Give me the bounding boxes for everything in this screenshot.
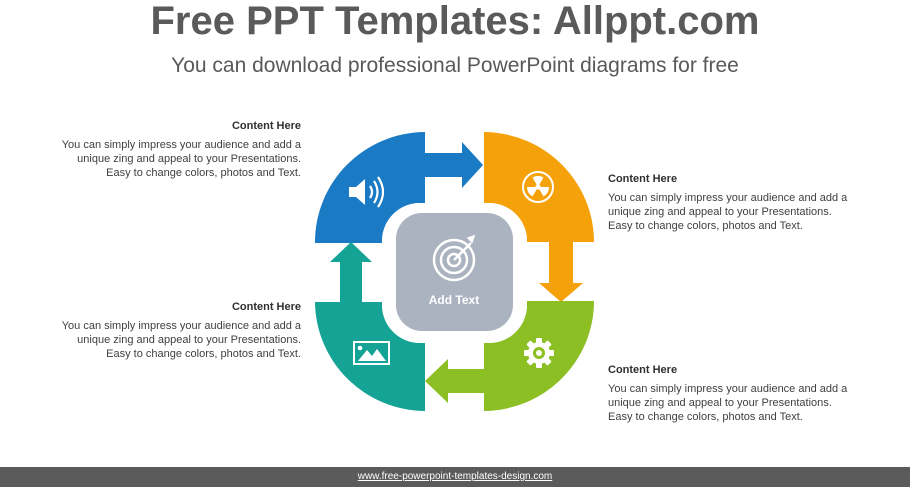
content-line: Easy to change colors, photos and Text. — [608, 411, 803, 423]
content-block-bottom-left: Content Here You can simply impress your… — [56, 300, 301, 361]
content-line: unique zing and appeal to your Presentat… — [77, 334, 301, 346]
content-line: You can simply impress your audience and… — [608, 192, 848, 204]
page-subtitle: You can download professional PowerPoint… — [171, 54, 739, 77]
center-label: Add Text — [429, 293, 479, 307]
content-line: unique zing and appeal to your Presentat… — [608, 397, 832, 409]
content-heading: Content Here — [608, 173, 678, 185]
page-title: Free PPT Templates: Allppt.com — [150, 0, 760, 43]
content-block-top-right: Content Here You can simply impress your… — [608, 172, 853, 233]
segment-top-left — [314, 132, 483, 243]
content-heading: Content Here — [608, 364, 678, 376]
content-line: You can simply impress your audience and… — [61, 139, 301, 151]
content-heading: Content Here — [231, 120, 301, 132]
speaker-icon — [349, 176, 385, 208]
segment-bottom-left — [315, 242, 425, 411]
target-icon — [432, 234, 476, 282]
content-line: You can simply impress your audience and… — [61, 320, 301, 332]
content-block-bottom-right: Content Here You can simply impress your… — [608, 363, 853, 424]
content-line: Easy to change colors, photos and Text. — [106, 167, 301, 179]
content-line: Easy to change colors, photos and Text. — [106, 348, 301, 360]
radiation-icon — [522, 171, 554, 203]
content-line: Easy to change colors, photos and Text. — [608, 220, 803, 232]
cycle-diagram: Add Text — [314, 132, 594, 411]
segment-top-right — [484, 132, 594, 302]
content-line: unique zing and appeal to your Presentat… — [77, 153, 301, 165]
image-icon — [353, 341, 390, 365]
content-line: unique zing and appeal to your Presentat… — [608, 206, 832, 218]
segment-bottom-right — [425, 301, 594, 411]
content-line: You can simply impress your audience and… — [608, 383, 848, 395]
footer-bar: www.free-powerpoint-templates-design.com — [0, 467, 910, 487]
content-heading: Content Here — [231, 301, 301, 313]
footer-link[interactable]: www.free-powerpoint-templates-design.com — [357, 471, 553, 482]
content-block-top-left: Content Here You can simply impress your… — [56, 119, 301, 180]
gear-icon — [524, 338, 554, 368]
